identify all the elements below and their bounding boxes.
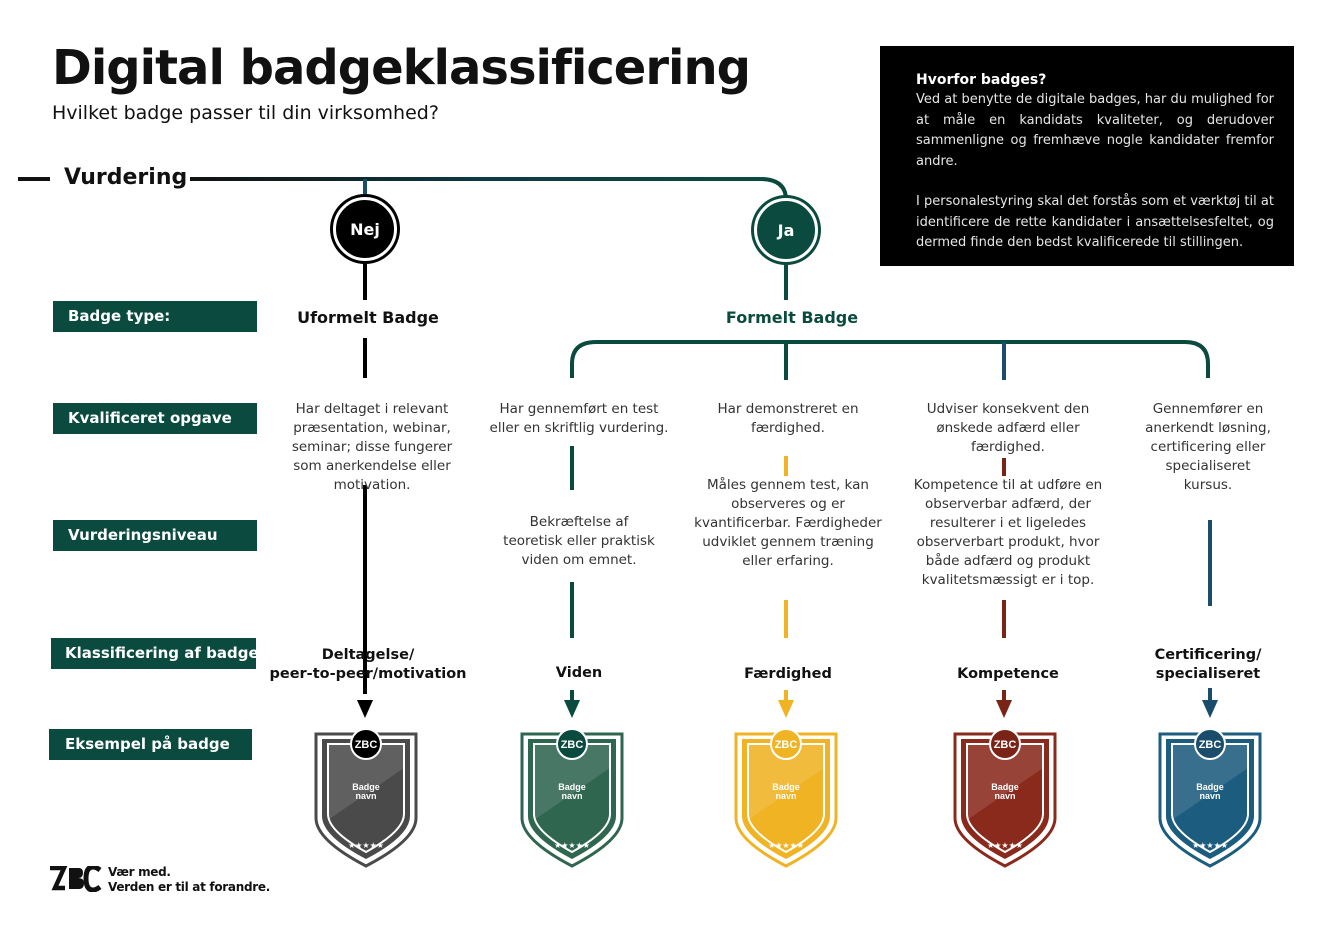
level-description: Kompetence til at udføre en observerbar … — [913, 477, 1103, 588]
decision-ja: Ja — [754, 198, 818, 262]
row-label-eksempel: Eksempel på badge — [49, 729, 252, 760]
page-title: Digital badgeklassificering — [52, 40, 751, 96]
task-description: Har demonstreret en færdighed. — [717, 401, 859, 436]
badge-stars: ★★★★★ — [1192, 841, 1228, 850]
row-label-badge-type: Badge type: — [53, 301, 257, 332]
vurdering-label: Vurdering — [64, 165, 188, 190]
level-description: Bekræftelse af teoretisk eller praktisk … — [503, 514, 655, 568]
classification-kompetence: Kompetence — [957, 666, 1059, 682]
badge-name-line-2: navn — [1199, 791, 1220, 801]
info-paragraph-1: Ved at benytte de digitale badges, har d… — [916, 92, 1274, 169]
footer-tagline: Vær med. Verden er til at forandre. — [108, 865, 270, 895]
row-label-klassificering: Klassificering af badge — [51, 638, 259, 669]
zbc-logo-icon — [50, 866, 102, 892]
badge-stars: ★★★★★ — [348, 841, 384, 850]
badge-logo-text: ZBC — [994, 739, 1017, 751]
badge-stars: ★★★★★ — [554, 841, 590, 850]
decision-nej: Nej — [333, 197, 397, 261]
badge-logo-text: ZBC — [775, 739, 798, 751]
badge-type-uformelt: Uformelt Badge — [297, 308, 439, 327]
info-paragraph-2: I personalestyring skal det forstås som … — [916, 194, 1274, 250]
badge-name-line-1: Badge — [1196, 782, 1224, 792]
row-label-kvalificeret-opgave: Kvalificeret opgave — [53, 403, 257, 434]
tagline-line-1: Vær med. — [108, 865, 171, 879]
classification-certificering: Certificering/ specialiseret — [1154, 647, 1262, 682]
task-description: Gennemfører en anerkendt løsning, certif… — [1145, 401, 1271, 493]
badge-name-line-2: navn — [561, 791, 582, 801]
task-description: Har gennemført en test eller en skriftli… — [489, 401, 669, 436]
level-description: Måles gennem test, kan observeres og er … — [694, 477, 882, 569]
classification-deltagelse: Deltagelse/ peer-to-peer/motivation — [269, 647, 467, 682]
badge-stars: ★★★★★ — [768, 841, 804, 850]
badge-logo-text: ZBC — [1199, 739, 1222, 751]
badge-name-line-2: navn — [355, 791, 376, 801]
task-description: Har deltaget i relevant præsentation, we… — [291, 401, 453, 493]
page-subtitle: Hvilket badge passer til din virksomhed? — [52, 102, 439, 124]
badge-name-line-1: Badge — [772, 782, 800, 792]
badge-name-line-2: navn — [775, 791, 796, 801]
tagline-line-2: Verden er til at forandre. — [108, 880, 270, 894]
badge-logo-text: ZBC — [561, 739, 584, 751]
row-label-vurderingsniveau: Vurderingsniveau — [53, 520, 257, 551]
task-description: Udviser konsekvent den ønskede adfærd el… — [926, 401, 1090, 455]
classification-viden: Viden — [555, 665, 603, 681]
badge-name-line-1: Badge — [991, 782, 1019, 792]
badge-name-line-1: Badge — [558, 782, 586, 792]
info-box: Hvorfor badges? Ved at benytte de digita… — [880, 46, 1294, 266]
badge-logo-text: ZBC — [355, 739, 378, 751]
badge-name-line-2: navn — [994, 791, 1015, 801]
badge-name-line-1: Badge — [352, 782, 380, 792]
badge-stars: ★★★★★ — [987, 841, 1023, 850]
info-heading: Hvorfor badges? — [916, 72, 1047, 88]
classification-faerdighed: Færdighed — [744, 666, 832, 682]
badge-type-formelt: Formelt Badge — [725, 308, 859, 327]
